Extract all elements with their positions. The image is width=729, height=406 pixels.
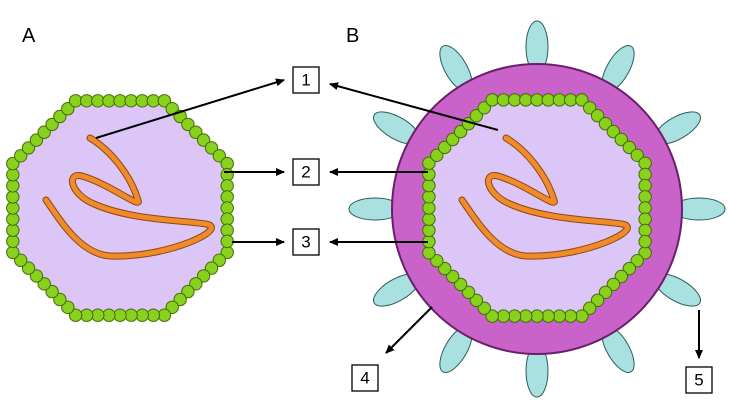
callout-3: 3 [293,229,319,255]
capsomere [125,95,137,107]
capsomere [221,224,233,236]
capsomere [423,202,435,214]
capsomere [423,213,435,225]
arrow-b-to-4 [386,307,432,353]
capsomere [114,95,126,107]
capsomere [497,310,509,322]
capsomere [576,310,588,322]
capsomere [639,213,651,225]
callout-1-label: 1 [301,71,310,90]
capsomere [7,235,19,247]
capsomere [553,310,565,322]
panel-label-a: A [22,25,36,47]
capsomere [221,213,233,225]
capsomere [7,224,19,236]
capsomere [69,95,81,107]
capsomere [221,169,233,181]
capsomere [639,179,651,191]
panel-label-b: B [346,25,359,47]
capsomere [158,309,170,321]
naked-capsid-virus [7,95,234,322]
capsomere [7,213,19,225]
capsomere [639,168,651,180]
capsomere [497,94,509,106]
capsomere [520,310,532,322]
capsomere [639,224,651,236]
capsomere [221,191,233,203]
enveloped-virus [349,21,725,397]
callout-2-label: 2 [301,163,310,182]
capsomere [81,309,93,321]
callout-3-label: 3 [301,233,310,252]
capsomere [7,202,19,214]
capsomere [553,94,565,106]
capsomere [542,94,554,106]
callout-4: 4 [352,365,378,391]
capsomere [114,309,126,321]
capsomere [136,95,148,107]
capsomere [7,191,19,203]
capsomere [221,235,233,247]
capsomere [423,179,435,191]
capsomere [221,202,233,214]
capsomere [103,95,115,107]
capsomere [564,310,576,322]
capsomere [531,94,543,106]
capsomere [147,309,159,321]
capsomere [542,310,554,322]
capsomere [147,95,159,107]
capsomere [125,309,137,321]
capsomere [7,246,19,258]
capsomere [221,180,233,192]
capsomere [423,191,435,203]
callout-2: 2 [293,159,319,185]
capsomere [639,202,651,214]
callout-5-label: 5 [694,371,703,390]
capsomere [531,310,543,322]
capsomere [508,310,520,322]
capsomere [639,157,651,169]
capsomere [92,95,104,107]
capsomere [103,309,115,321]
capsomere [486,94,498,106]
capsomere [7,180,19,192]
capsomere [639,235,651,247]
capsomere [508,94,520,106]
capsomere [564,94,576,106]
capsomere [81,95,93,107]
capsomere [423,224,435,236]
capsomere [221,157,233,169]
capsomere [7,169,19,181]
capsomere [423,247,435,259]
capsomere [423,168,435,180]
callout-4-label: 4 [360,369,369,388]
capsomere [520,94,532,106]
capsomere [92,309,104,321]
capsomere [639,191,651,203]
capsomere [136,309,148,321]
callout-5: 5 [686,367,712,393]
callout-1: 1 [293,67,319,93]
